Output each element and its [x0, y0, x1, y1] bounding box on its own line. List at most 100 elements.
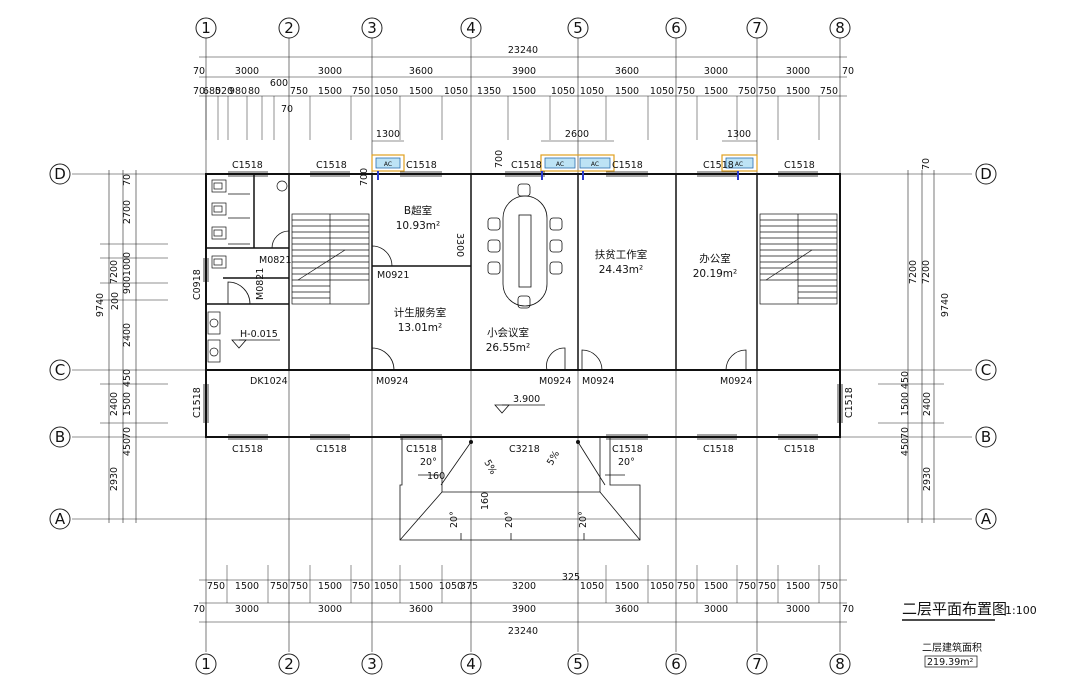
dim: 3900: [512, 604, 536, 615]
window-label: C1518: [232, 444, 263, 455]
left-dimensions: 70 2700 1000 900 200 2400 450 1500 450 7…: [95, 174, 133, 491]
window-label: C0918: [192, 269, 203, 300]
axis-row-label: A: [55, 510, 66, 528]
dim: 750: [352, 581, 370, 592]
dim: 1500: [704, 581, 728, 592]
window-label: C1518: [232, 160, 263, 171]
conference-table: [487, 183, 563, 309]
dim: 3600: [615, 66, 639, 77]
dim: 750: [758, 86, 776, 97]
dim: 450: [900, 371, 911, 389]
window-marks: [203, 171, 843, 440]
room-area: 20.19m²: [693, 268, 738, 280]
dim: 680: [203, 86, 221, 97]
dim: 3600: [409, 604, 433, 615]
dim: 750: [820, 581, 838, 592]
dim: 3000: [704, 604, 728, 615]
ac-label: AC: [735, 161, 743, 168]
dim: 160: [427, 471, 445, 482]
dim: 1500: [235, 581, 259, 592]
dim: 3900: [512, 66, 536, 77]
room-area: 26.55m²: [486, 342, 531, 354]
room-name: 扶贫工作室: [595, 248, 648, 261]
axis-col-label: 6: [671, 655, 681, 673]
dim: 1500: [786, 86, 810, 97]
dim: 200: [110, 292, 121, 310]
top-dimensions: 23240 70 3000 3000 3600 3900 3600 3000 3…: [193, 45, 854, 115]
dim: 3000: [704, 66, 728, 77]
room-area: 13.01m²: [398, 322, 443, 334]
dim: 750: [677, 86, 695, 97]
dim: 1500: [786, 581, 810, 592]
interior-walls: [206, 174, 758, 370]
dim: 2400: [109, 392, 120, 416]
dim: 3000: [235, 604, 259, 615]
floor-elevation-label: 3.900: [513, 394, 540, 405]
dim: 1500: [512, 86, 536, 97]
window-label: C1518: [612, 444, 643, 455]
dim-total-top: 23240: [508, 45, 538, 56]
window-label: C1518: [406, 160, 437, 171]
dim: 1050: [650, 581, 674, 592]
stair-right: [759, 213, 838, 305]
axis-row-label: D: [54, 165, 66, 183]
window-label: C1518: [192, 387, 203, 418]
dim: 70: [122, 174, 133, 186]
dim: 1050: [439, 581, 463, 592]
dim: 3000: [235, 66, 259, 77]
slope-label: 5%: [545, 449, 562, 468]
stair-left: [291, 213, 370, 305]
dim: 7200: [908, 260, 919, 284]
dim: 1300: [727, 129, 751, 140]
axis-bubbles: [49, 17, 997, 675]
dim: 2600: [565, 129, 589, 140]
dim: 1050: [374, 86, 398, 97]
dim: 450: [900, 438, 911, 456]
dim: 3600: [409, 66, 433, 77]
dim: 750: [290, 86, 308, 97]
door-label: DK1024: [250, 376, 288, 387]
dim: 3000: [786, 66, 810, 77]
door-swings: [227, 230, 747, 371]
window-label: C1518: [612, 160, 643, 171]
dim: 520: [215, 86, 233, 97]
dimension-lines: [108, 56, 935, 623]
axis-col-label: 6: [671, 19, 681, 37]
axis-col-label: 2: [284, 19, 294, 37]
window-labels: C1518 C1518 C1518 C1518 C1518 C1518 C151…: [192, 160, 855, 455]
toilet-fixtures: [207, 179, 288, 363]
dim: 750: [270, 581, 288, 592]
dim: 1350: [477, 86, 501, 97]
axis-col-label: 7: [752, 19, 762, 37]
axis-col-label: 8: [835, 655, 845, 673]
dim: 2400: [922, 392, 933, 416]
dim: 1500: [615, 86, 639, 97]
dimension-ticks: [100, 96, 944, 603]
ac-dimensions: 1300 2600 1300: [376, 129, 751, 140]
axis-col-label: 7: [752, 655, 762, 673]
window-label: C1518: [406, 444, 437, 455]
right-dimensions: 70 450 1500 450 70 7200 2400 2930 7200 9…: [900, 158, 951, 491]
room-name: B超室: [404, 204, 432, 217]
window-label: C1518: [511, 160, 542, 171]
dim: 70: [842, 66, 854, 77]
axis-col-label: 2: [284, 655, 294, 673]
dim: 750: [820, 86, 838, 97]
title-block: 二层平面布置图 1:100 二层建筑面积 219.39m²: [902, 600, 1037, 668]
angle-label: 20°: [618, 457, 635, 468]
dim: 2930: [922, 467, 933, 491]
ac-label: AC: [384, 161, 392, 168]
room-name: 计生服务室: [394, 306, 447, 319]
dim: 1500: [704, 86, 728, 97]
misc-labels: H-0.015 3.900 5% 5% 20° 20° 20° 20° 20° …: [240, 150, 635, 528]
bottom-dimensions: 750 1500 750 750 1500 750 1050 1500 1050…: [193, 572, 854, 637]
dim: 2400: [122, 323, 133, 347]
area-value: 219.39m²: [927, 657, 973, 668]
dim: 1050: [650, 86, 674, 97]
door-label: M0921: [377, 270, 409, 281]
dim: 7200: [109, 260, 120, 284]
room-name: 办公室: [699, 252, 731, 265]
dim: 70: [122, 427, 133, 439]
dim: 600: [270, 78, 288, 89]
slope-label: 5%: [481, 458, 498, 477]
